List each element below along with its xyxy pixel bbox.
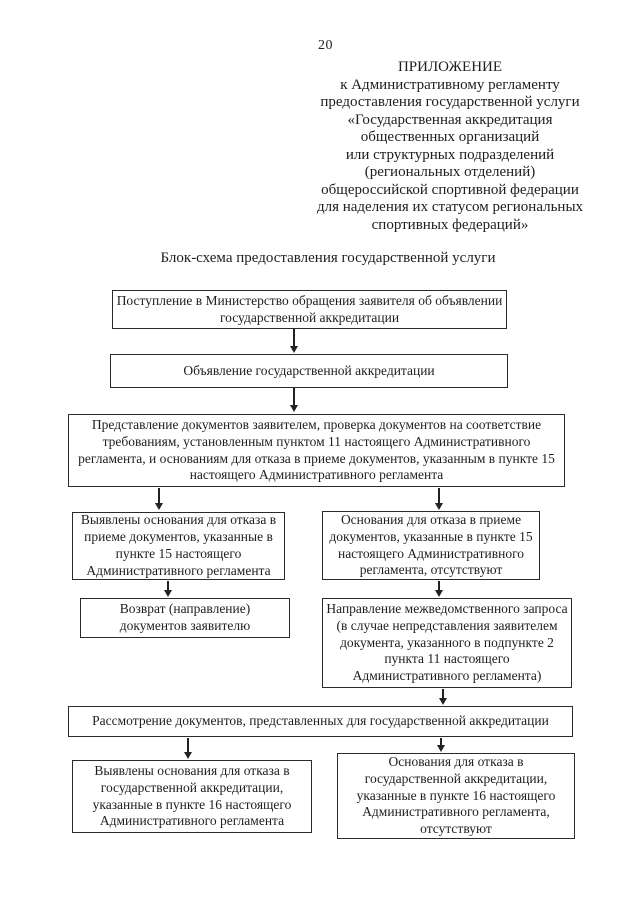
flow-box-document-submission-check: Представление документов заявителем, про… bbox=[68, 414, 565, 487]
flow-arrow-b7-b8 bbox=[442, 689, 444, 698]
flow-arrow-b1-b2 bbox=[293, 329, 295, 346]
flow-arrow-b2-b3 bbox=[293, 388, 295, 405]
flow-arrow-b3-b4 bbox=[158, 488, 160, 503]
flow-box-interagency-request: Направление межведомственного запроса(в … bbox=[322, 598, 572, 688]
flow-box-documents-review: Рассмотрение документов, представленных … bbox=[68, 706, 573, 737]
flow-arrow-b4-b6 bbox=[167, 581, 169, 590]
flow-box-documents-returned: Возврат (направление)документов заявител… bbox=[80, 598, 290, 638]
flow-box-application-received: Поступление в Министерство обращения зая… bbox=[112, 290, 507, 329]
flow-box-accreditation-announcement: Объявление государственной аккредитации bbox=[110, 354, 508, 388]
flow-arrow-b5-b7 bbox=[438, 581, 440, 590]
flow-arrow-b8-b9 bbox=[187, 738, 189, 752]
flow-arrow-b3-b5 bbox=[438, 488, 440, 503]
flowchart-title: Блок-схема предоставления государственно… bbox=[160, 250, 496, 266]
page-number: 20 bbox=[318, 38, 333, 53]
flow-arrow-b8-b10 bbox=[440, 738, 442, 745]
